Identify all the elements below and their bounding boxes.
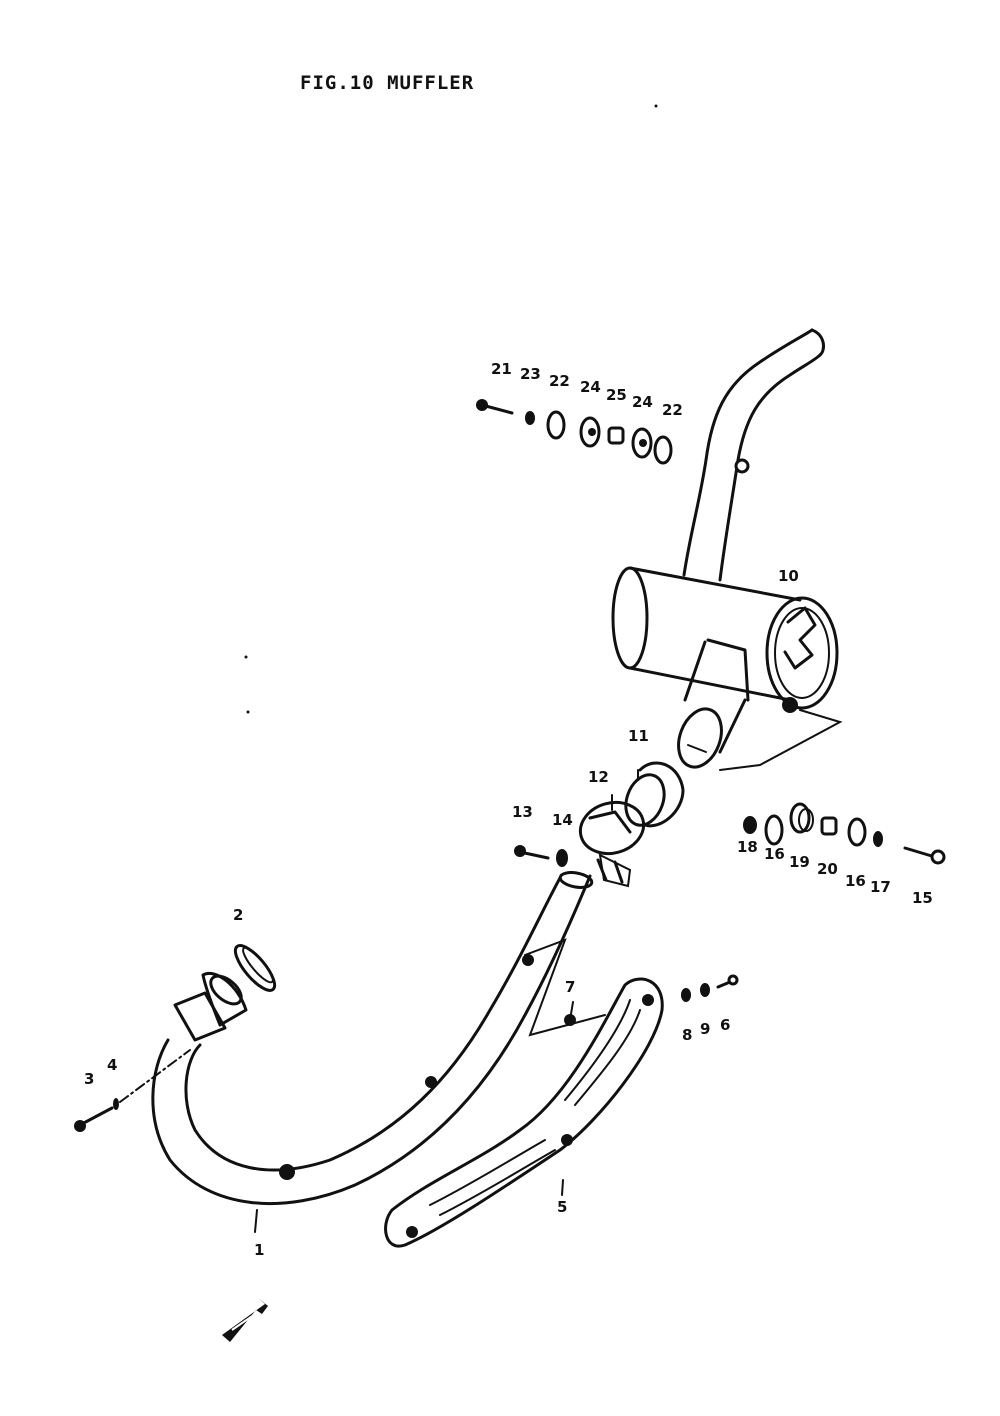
- heat-guard: [384, 977, 664, 1248]
- callout-19: 19: [789, 853, 810, 871]
- callout-16a: 16: [764, 845, 785, 863]
- muffler-tail-pipe: [682, 328, 826, 582]
- callout-10: 10: [778, 567, 799, 585]
- callout-12: 12: [588, 768, 609, 786]
- callout-11: 11: [628, 727, 649, 745]
- callout-16b: 16: [845, 872, 866, 890]
- grommet-24a: [579, 416, 601, 448]
- callout-4: 4: [107, 1056, 117, 1074]
- callout-6: 6: [720, 1016, 730, 1034]
- grommet-19: [789, 802, 814, 834]
- callout-9: 9: [700, 1020, 710, 1038]
- bolt-3: [74, 1106, 114, 1132]
- nut-17: [873, 831, 883, 847]
- callout-24a: 24: [580, 378, 601, 396]
- seal-11: [624, 761, 685, 828]
- callout-21: 21: [491, 360, 512, 378]
- callout-22b: 22: [662, 401, 683, 419]
- callout-3: 3: [84, 1070, 94, 1088]
- washer-14: [556, 849, 568, 867]
- callout-5: 5: [557, 1198, 567, 1216]
- exhaust-pipe: [151, 871, 594, 1206]
- callout-14: 14: [552, 811, 573, 829]
- bolt-15: [903, 846, 946, 865]
- callout-23: 23: [520, 365, 541, 383]
- gasket-2: [233, 944, 277, 992]
- washer-16a: [764, 814, 784, 846]
- clamp-12: [578, 800, 646, 888]
- grommet-24b: [631, 427, 653, 459]
- washer-9: [700, 983, 710, 997]
- callout-24b: 24: [632, 393, 653, 411]
- muffler-body: [611, 566, 843, 771]
- bolt-13: [514, 845, 550, 860]
- callout-20: 20: [817, 860, 838, 878]
- leader-lines: [254, 769, 639, 1233]
- callout-labels: 1 2 3 4 5 6 7 8 9 10 11 12 13 14 15 16 1…: [84, 360, 933, 1259]
- callout-25: 25: [606, 386, 627, 404]
- callout-2: 2: [233, 906, 243, 924]
- callout-7: 7: [565, 978, 575, 996]
- washer-4: [113, 1098, 119, 1110]
- callout-8: 8: [682, 1026, 692, 1044]
- nut-23: [525, 411, 535, 425]
- nut-8: [681, 988, 691, 1002]
- washer-16b: [847, 817, 867, 847]
- callout-18: 18: [737, 838, 758, 856]
- callout-15: 15: [912, 889, 933, 907]
- washer-18: [743, 816, 757, 834]
- collar-20: [820, 816, 838, 836]
- bolt-6: [716, 974, 739, 989]
- callout-1: 1: [254, 1241, 264, 1259]
- callout-13: 13: [512, 803, 533, 821]
- front-arrow-icon: [222, 1298, 268, 1342]
- bolt-21: [476, 399, 514, 415]
- figure-title: FIG.10 MUFFLER: [300, 72, 475, 94]
- collar-25: [607, 426, 625, 445]
- callout-22a: 22: [549, 372, 570, 390]
- callout-17: 17: [870, 878, 891, 896]
- washer-22a: [546, 410, 566, 440]
- washer-22b: [653, 435, 673, 465]
